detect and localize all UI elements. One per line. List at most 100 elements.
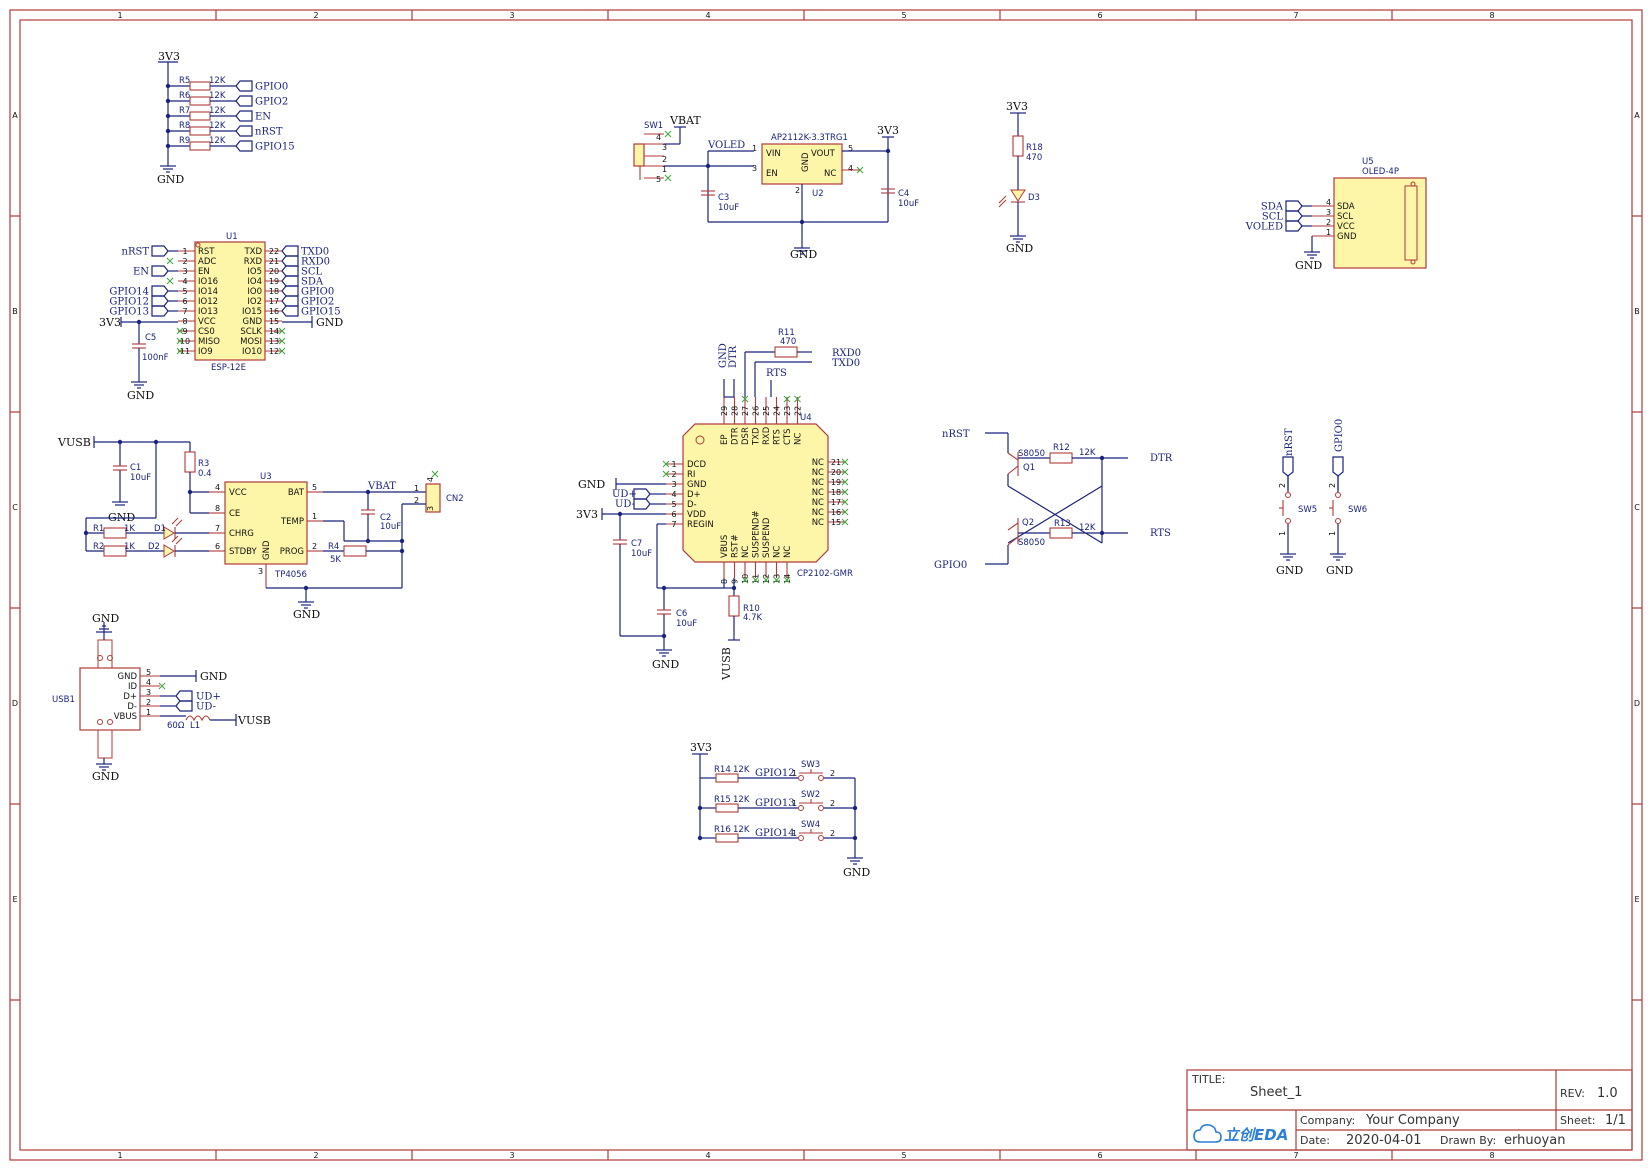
ldo-pin-en: EN: [766, 169, 778, 179]
oled-body: [1333, 177, 1427, 269]
charger-pin-ce: CE: [229, 509, 240, 519]
esp12e-left-net-en: EN: [133, 267, 149, 278]
usb-pinnum-2: 2: [146, 698, 151, 707]
esp12e-right-net-gpio15: GPIO15: [301, 307, 341, 318]
charger-gnd-label: GND: [293, 608, 320, 621]
usb-net-udm: UD-: [196, 702, 216, 713]
switch-sw2-ref: SW2: [801, 790, 820, 800]
charger-vusb-label: VUSB: [57, 436, 91, 449]
esp12e-left-net-nrst: nRST: [122, 247, 150, 258]
charger-pinnum-8: 8: [215, 504, 220, 513]
resistor-r13-ref: R13: [1054, 519, 1071, 529]
frame-row-d-right: D: [1634, 699, 1640, 708]
frame-col-5-top: 5: [901, 11, 906, 20]
switch-sw1-body: [633, 143, 645, 167]
esp12e-pin-rst: RST: [198, 247, 215, 257]
cp2102-pin-nc: NC: [773, 546, 783, 558]
esp12e-pin-rxd: RXD: [244, 257, 263, 267]
esp12e-pin-en: EN: [198, 267, 210, 277]
oled-pinnum-1: 1: [1326, 228, 1331, 237]
charger-ref: U3: [260, 472, 272, 482]
esp12e-right-net-gpio2: GPIO2: [301, 297, 334, 308]
resistor-r11-ref: R11: [778, 328, 795, 338]
resistor-r14-ref: R14: [714, 765, 731, 775]
cp2102-pin-rts: RTS: [773, 429, 783, 445]
cp2102-pin-dsr: DSR: [741, 427, 751, 445]
sw1-pin-2: 2: [662, 155, 667, 164]
frame-row-d-left: D: [12, 699, 18, 708]
frame-row-b-right: B: [1634, 307, 1640, 316]
cp2102-pin-nc-18: NC: [812, 488, 824, 498]
cp2102-pinnum-16: 16: [831, 508, 841, 517]
cp2102-pin-txd: TXD: [752, 427, 762, 446]
rev-value: 1.0: [1597, 1086, 1618, 1101]
usb-pinnum-1: 1: [146, 708, 151, 717]
ldo-pinnum-nc: 4: [848, 164, 853, 173]
autoreset-nrst-net: nRST: [942, 429, 970, 440]
esp12e-pinnum-15: 15: [269, 317, 279, 326]
cp2102-pin-vbus: VBUS: [720, 535, 730, 558]
usb-pin-gnd: GND: [118, 672, 138, 682]
autoreset-rts-net: RTS: [1150, 528, 1171, 539]
cp2102-pinnum-2: 2: [671, 470, 676, 479]
frame-col-2-top: 2: [313, 11, 318, 20]
cp2102-pinnum-6: 6: [671, 510, 676, 519]
pullup-supply-label: 3V3: [158, 50, 180, 63]
esp12e-pinnum-13: 13: [269, 337, 279, 346]
pullup-net-nrst: nRST: [255, 127, 283, 138]
cp2102-pin-rxd: RXD: [762, 426, 772, 445]
cp2102-gnd-bottom: GND: [652, 658, 679, 671]
esp12e-ref: U1: [226, 232, 238, 242]
cp2102-gnd-left: GND: [578, 478, 605, 491]
sw4-pin1: 1: [792, 829, 797, 838]
esp12e-pin-io4: IO4: [247, 277, 262, 287]
esp12e-left-net-gpio14: GPIO14: [109, 287, 149, 298]
cp2102-pin-dcd: DCD: [687, 460, 706, 470]
resistor-r15-ref: R15: [714, 795, 731, 805]
ldo-regulator: AP2112K-3.3TRG1 U2 VIN EN VOUT NC GND 1 …: [633, 114, 919, 261]
sheet-label: Sheet:: [1560, 1114, 1596, 1127]
usb-pinnum-3: 3: [146, 688, 151, 697]
company-value: Your Company: [1365, 1113, 1460, 1128]
cp2102-pin-nc-16: NC: [812, 508, 824, 518]
esp12e-pinnum-7: 7: [182, 307, 187, 316]
charger-pin-prog: PROG: [280, 547, 304, 557]
usb-vusb-label: VUSB: [237, 714, 271, 727]
cap-c6-ref: C6: [676, 609, 687, 619]
transistor-q1-part: S8050: [1018, 449, 1045, 459]
cp2102-pin-dm: D-: [687, 500, 697, 510]
charger-pinnum-5: 5: [312, 483, 317, 492]
cp2102-pin-regin: REGIN: [687, 520, 714, 530]
frame-col-8-top: 8: [1489, 11, 1494, 20]
frame-row-a-right: A: [1634, 111, 1640, 120]
drawn-label: Drawn By:: [1440, 1134, 1496, 1147]
cp2102-pinnum-17: 17: [831, 498, 841, 507]
resistor-r8-val: 12K: [209, 121, 226, 131]
sw2-pin2: 2: [830, 799, 835, 808]
cp2102-pinnum-19: 19: [831, 478, 841, 487]
sw3-pin2: 2: [830, 769, 835, 778]
esp12e-pin-gnd: GND: [243, 317, 263, 327]
frame-row-b-left: B: [12, 307, 18, 316]
sw5_ref-pin2: 2: [1278, 483, 1287, 488]
sw2-pin1: 1: [792, 799, 797, 808]
esp12e-pinnum-8: 8: [182, 317, 187, 326]
esp12e-pinnum-9: 9: [182, 327, 187, 336]
cp2102-pinnum-24: 24: [773, 406, 782, 416]
resistor-r8-ref: R8: [179, 121, 190, 131]
cp2102-pin-vdd: VDD: [687, 510, 706, 520]
cp2102-pinnum-21: 21: [831, 458, 841, 467]
cn2-pin-3: 3: [426, 506, 435, 511]
ldo-pinnum-vin: 1: [752, 144, 757, 153]
oled-pinnum-4: 4: [1326, 198, 1331, 207]
sw6-net-label: GPIO0: [1334, 419, 1345, 452]
ldo-ref: U2: [812, 189, 824, 199]
resistor-r9-val: 12K: [209, 136, 226, 146]
esp12e-pinnum-22: 22: [269, 247, 279, 256]
cn2-pin-4: 4: [426, 477, 435, 482]
esp12e-pinnum-3: 3: [182, 267, 187, 276]
cap-c2-val: 10uF: [380, 522, 401, 532]
usb-ref: USB1: [52, 695, 75, 705]
